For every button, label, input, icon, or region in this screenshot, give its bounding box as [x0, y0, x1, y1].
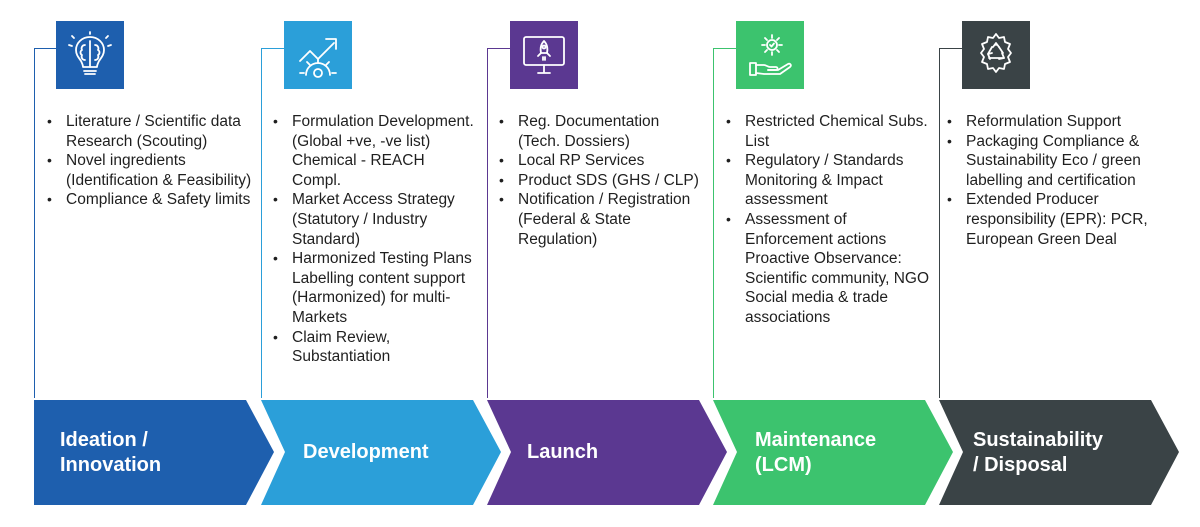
stage-arrow-maintenance: Maintenance (LCM) [713, 400, 953, 505]
stage-title-line: Innovation [60, 453, 162, 476]
bullet-list: Literature / Scientific data Research (S… [44, 112, 252, 210]
stage-icon-tile [56, 21, 124, 89]
stage-title-line: Maintenance [755, 428, 877, 451]
stage-arrow-launch: Launch [487, 400, 727, 505]
recycle-gear-icon [980, 33, 1012, 73]
brain-bulb-icon [68, 31, 112, 75]
bullet-item: Notification / Registration (Federal & S… [496, 190, 704, 249]
stage-title: Maintenance (LCM) [755, 428, 876, 478]
stage-title: Sustainability / Disposal [973, 428, 1103, 478]
bullet-item: Market Access Strategy (Statutory / Indu… [270, 190, 478, 249]
stage-title: Ideation / Innovation [60, 428, 161, 478]
arrow-shape [939, 400, 1179, 505]
stage-column-launch: Reg. Documentation (Tech. Dossiers) Loca… [0, 0, 730, 527]
bullet-item: Packaging Compliance & Sustainability Ec… [944, 132, 1156, 191]
stage-icon-tile [284, 21, 352, 89]
stage-title: Launch [527, 441, 599, 463]
bullet-list: Restricted Chemical Subs. List Regulator… [723, 112, 935, 328]
arrow-shape [34, 400, 274, 505]
connector-line [34, 48, 68, 398]
bullet-item: Compliance & Safety limits [44, 190, 252, 210]
stage-arrow-sustainability: Sustainability / Disposal [939, 400, 1179, 505]
stage-title-line: Ideation / [60, 428, 148, 451]
bullet-item: Reformulation Support [944, 112, 1156, 132]
bullet-item: Extended Producer responsibility (EPR): … [944, 190, 1156, 249]
connector-line [713, 48, 747, 398]
stage-column-ideation: Literature / Scientific data Research (S… [0, 0, 274, 527]
arrow-shape [713, 400, 953, 505]
bullet-item: Assessment of Enforcement actions Proact… [723, 210, 935, 328]
bullet-item: Formulation Development. (Global +ve, -v… [270, 112, 478, 190]
connector-line [261, 48, 295, 398]
bullet-item: Product SDS (GHS / CLP) [496, 171, 704, 191]
bullet-list: Reformulation Support Packaging Complian… [944, 112, 1156, 249]
stage-arrow-development: Development [261, 400, 501, 505]
bullet-list: Reg. Documentation (Tech. Dossiers) Loca… [496, 112, 704, 249]
bullet-item: Harmonized Testing Plans Labelling conte… [270, 249, 478, 327]
connector-line [487, 48, 521, 398]
arrow-shape [487, 400, 727, 505]
bullet-item: Novel ingredients (Identification & Feas… [44, 151, 252, 190]
stage-title-line: (LCM) [755, 453, 812, 476]
bullet-item: Claim Review, Substantiation [270, 328, 478, 367]
bullet-item: Reg. Documentation (Tech. Dossiers) [496, 112, 704, 151]
connector-line [939, 48, 973, 398]
hand-gear-icon [749, 34, 792, 76]
bullet-list: Formulation Development. (Global +ve, -v… [270, 112, 478, 367]
stage-title-line: Sustainability [973, 428, 1104, 451]
stage-icon-tile [736, 21, 804, 89]
bullet-item: Regulatory / Standards Monitoring & Impa… [723, 151, 935, 210]
stage-title-line: / Disposal [973, 453, 1068, 476]
bullet-item: Local RP Services [496, 151, 704, 171]
stage-icon-tile [510, 21, 578, 89]
stage-title: Development [303, 441, 429, 463]
bullet-item: Restricted Chemical Subs. List [723, 112, 935, 151]
rocket-monitor-icon [523, 36, 565, 74]
stage-icon-tile [962, 21, 1030, 89]
bullet-item: Literature / Scientific data Research (S… [44, 112, 252, 151]
stage-arrow-ideation: Ideation / Innovation [34, 400, 274, 505]
growth-gear-icon [299, 38, 337, 78]
stage-column-development: Formulation Development. (Global +ve, -v… [0, 0, 501, 527]
stage-column-maintenance: Restricted Chemical Subs. List Regulator… [0, 0, 960, 527]
arrow-shape [261, 400, 501, 505]
